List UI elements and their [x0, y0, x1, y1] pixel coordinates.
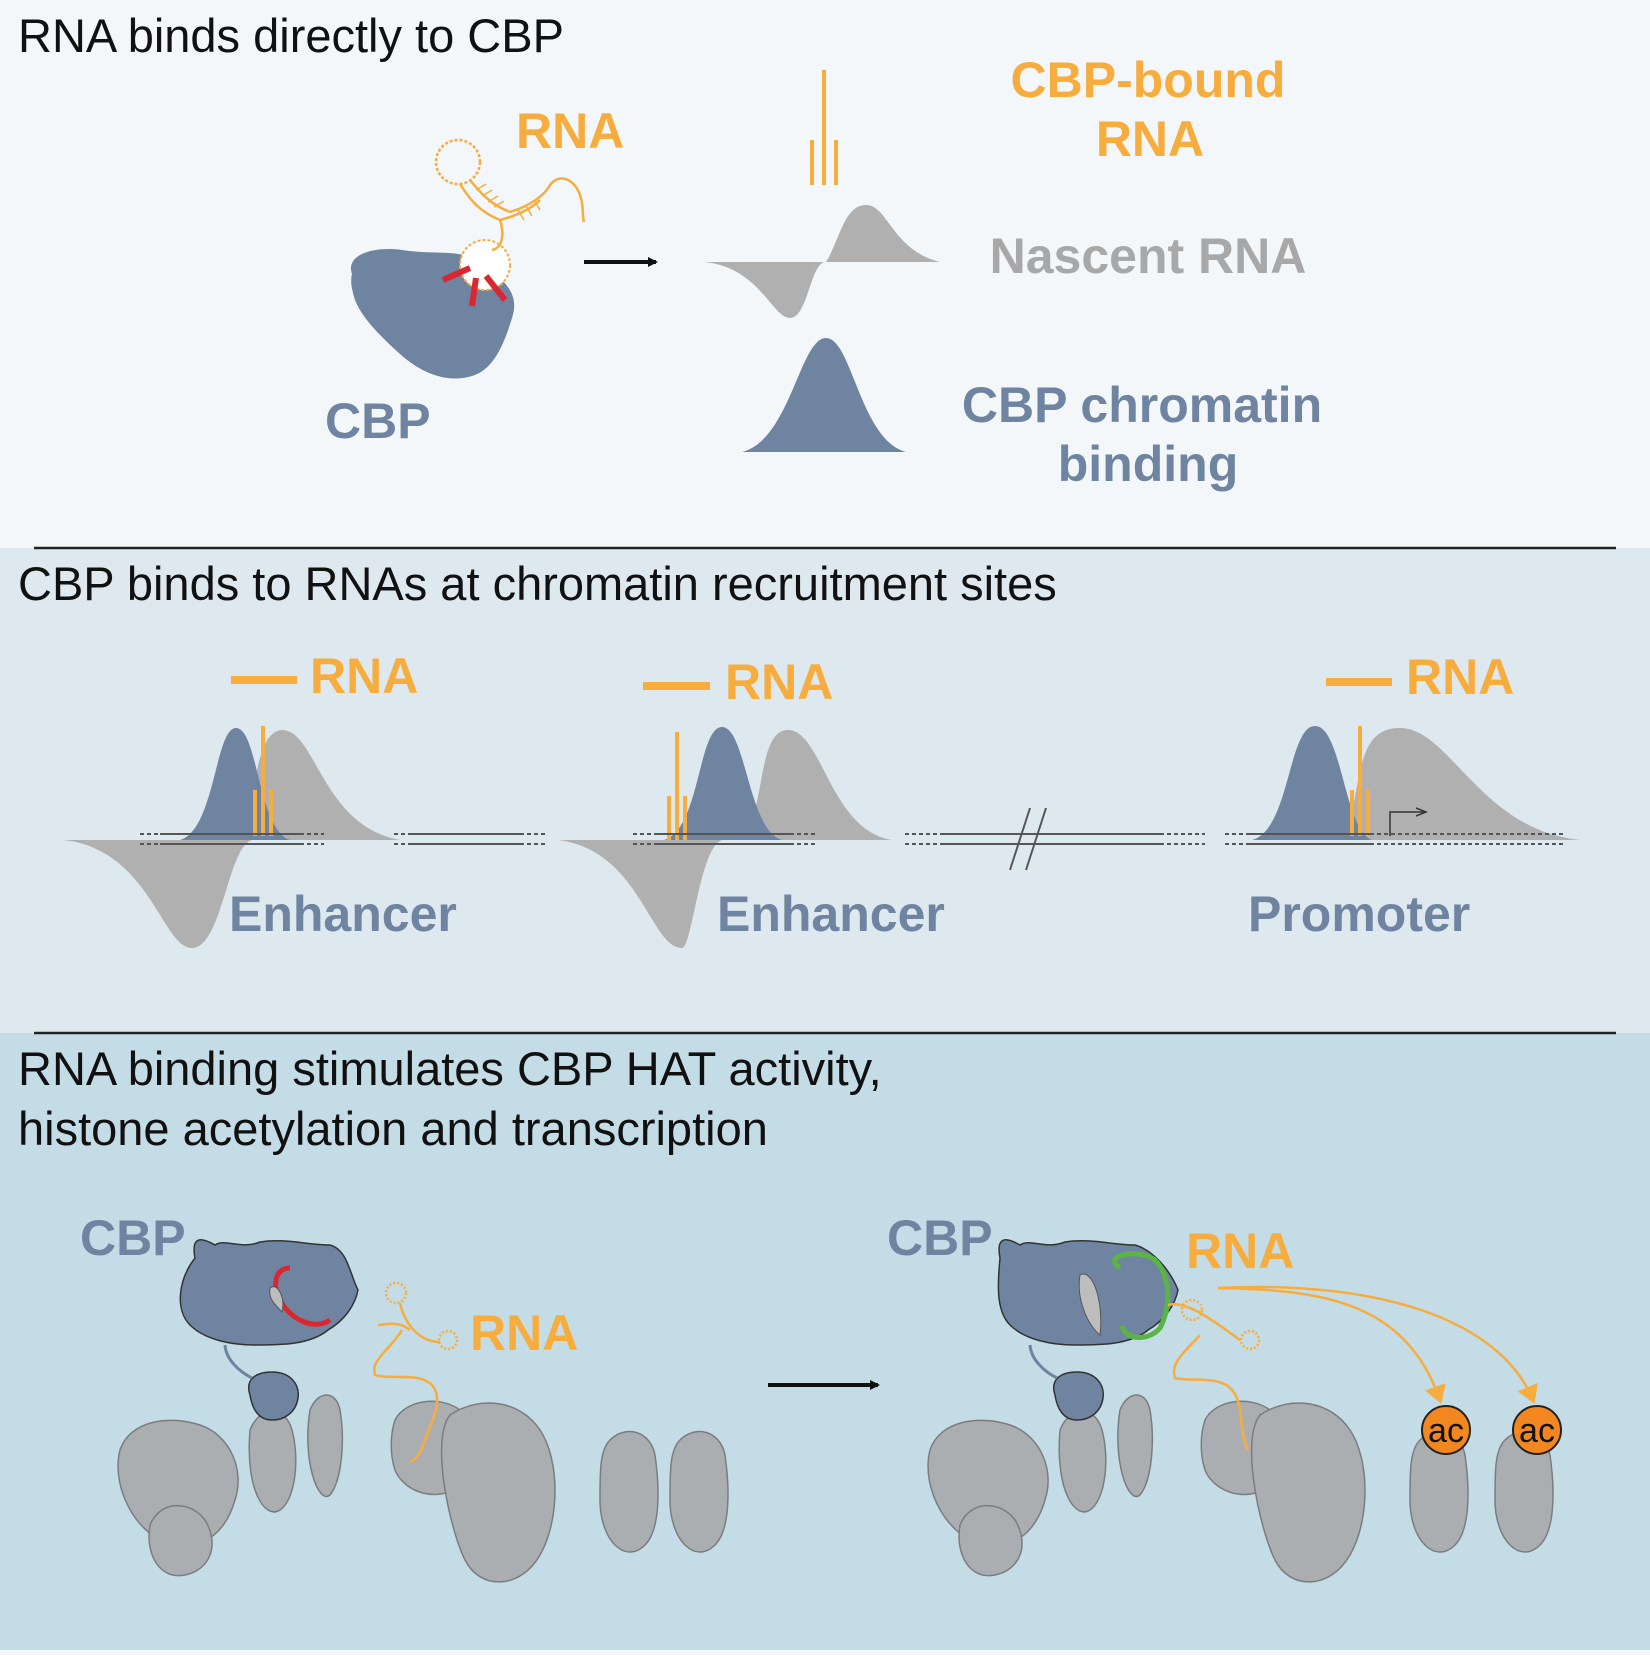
legend-cbp-bound-line1: CBP-bound [1011, 52, 1286, 108]
site2-nascent-negative [558, 840, 722, 948]
site3-rna-bars [1350, 726, 1370, 836]
legend-chromatin-line1: CBP chromatin [962, 377, 1322, 433]
acetyl-mark-1 [1421, 1405, 1471, 1455]
acetyl-label-1: ac [1428, 1412, 1464, 1450]
legend-nascent-rna: Nascent RNA [990, 228, 1307, 284]
left-rna-label: RNA [470, 1305, 578, 1361]
site-3: RNA Promoter [1248, 649, 1580, 942]
site-1: RNA Enhancer [64, 648, 457, 948]
site3-cbp-peak [1252, 726, 1372, 840]
acetylation-arrow-2 [1217, 1285, 1538, 1404]
nascent-rna-positive-peak [826, 205, 940, 262]
legend-cbp-bound-line2: RNA [1096, 111, 1204, 167]
left-cbp-label: CBP [80, 1210, 186, 1266]
right-gray-pocket [1078, 1273, 1102, 1336]
panel1-heading: RNA binds directly to CBP [18, 9, 564, 62]
tss-arrow [1389, 812, 1426, 836]
cbp-chromatin-peak [742, 338, 906, 452]
site1-site-label: Enhancer [229, 886, 457, 942]
site2-rna-label: RNA [725, 654, 833, 710]
site1-rna-bars [253, 726, 273, 836]
left-cbp-linker [223, 1344, 253, 1380]
panel2-heading: CBP binds to RNAs at chromatin recruitme… [18, 557, 1057, 610]
site-2: RNA Enhancer [558, 654, 945, 948]
binding-pocket [459, 239, 511, 291]
site2-cbp-peak [664, 727, 782, 840]
right-scene: ac ac CBP RNA [887, 1210, 1562, 1583]
site3-rna-label: RNA [1406, 649, 1514, 705]
panel3-heading-line1: RNA binding stimulates CBP HAT activity, [18, 1042, 882, 1095]
legend-chromatin-line2: binding [1058, 436, 1239, 492]
right-nucleosome-cluster [927, 1394, 1554, 1583]
site1-rna-label: RNA [310, 648, 418, 704]
right-active-loop [1112, 1251, 1171, 1340]
site2-nascent-positive [736, 730, 892, 840]
left-rna-structure [372, 1281, 459, 1464]
right-cbp-linker [1028, 1344, 1058, 1380]
panel1-rna-label: RNA [516, 103, 624, 159]
acetyl-mark-2 [1512, 1405, 1562, 1455]
right-cbp-bromo-domain [1053, 1371, 1104, 1421]
left-cbp-bromo-domain [248, 1371, 299, 1421]
left-nucleosome-cluster [117, 1394, 729, 1583]
rna-structure [434, 138, 586, 252]
panel3-heading-line2: histone acetylation and transcription [18, 1102, 768, 1155]
nascent-rna-negative-peak [705, 262, 825, 318]
cbp-bound-rna-bars [810, 70, 838, 185]
left-scene: CBP RNA [80, 1210, 729, 1583]
right-cbp-label: CBP [887, 1210, 993, 1266]
crosslink-marks [441, 265, 508, 307]
panel1-cbp-label: CBP [325, 393, 431, 449]
acetyl-label-2: ac [1519, 1412, 1555, 1450]
site2-rna-bars [667, 732, 687, 840]
right-rna-label: RNA [1186, 1223, 1294, 1279]
left-cbp-hat-domain [179, 1239, 359, 1346]
site2-site-label: Enhancer [717, 886, 945, 942]
left-gray-pocket [269, 1286, 284, 1314]
right-rna-structure [1167, 1298, 1261, 1451]
site3-site-label: Promoter [1248, 886, 1470, 942]
dna-lines [140, 807, 1565, 871]
site1-nascent-negative [64, 840, 252, 948]
acetylation-arrow-1 [1217, 1286, 1446, 1404]
